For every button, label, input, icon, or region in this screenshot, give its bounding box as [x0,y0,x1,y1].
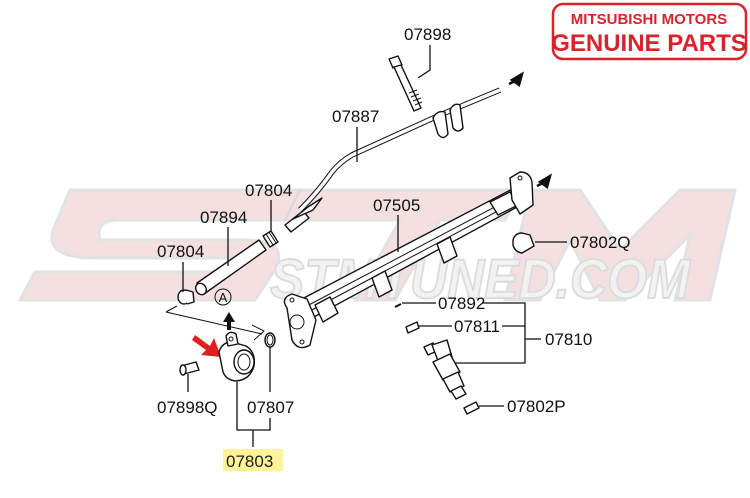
seal-07811[interactable] [405,321,420,334]
injector-07810[interactable] [423,339,467,400]
cap-07802Q[interactable] [512,232,535,254]
pointer-arrow-icon [192,335,221,357]
logo-border [551,2,748,61]
label-07804-top[interactable]: 07804 [245,181,292,200]
leader-07892 [402,302,526,364]
leader-07803 [236,382,271,447]
watermark-letter-m [503,188,737,302]
label-07807[interactable]: 07807 [247,398,294,417]
label-07898Q[interactable]: 07898Q [157,398,218,417]
label-07898[interactable]: 07898 [404,25,451,44]
label-07894[interactable]: 07894 [200,208,247,227]
oring-07807[interactable] [264,332,276,348]
label-07802P[interactable]: 07802P [507,397,566,416]
label-07811[interactable]: 07811 [454,317,500,336]
bolt-07898[interactable] [388,55,423,112]
label-07505[interactable]: 07505 [373,196,420,215]
label-07810[interactable]: 07810 [545,330,592,349]
label-07892[interactable]: 07892 [438,294,485,313]
direction-arrow-icon [508,71,525,88]
pin-07892[interactable] [394,303,402,308]
fuel-rail-07505[interactable] [283,171,534,349]
reference-bracket [165,305,265,341]
label-07803[interactable]: 07803 [226,452,273,471]
clamp-07804-left[interactable] [177,289,195,305]
direction-arrow-icon [536,173,553,190]
bolt-07898Q[interactable] [179,361,200,376]
label-07804-left[interactable]: 07804 [157,242,204,261]
pipe-07887[interactable] [284,87,502,233]
label-07802Q[interactable]: 07802Q [570,233,631,252]
clip-07804-top[interactable] [262,230,279,248]
reference-circle [214,288,232,306]
logo-line1: MITSUBISHI MOTORS [571,11,727,28]
hose-07894[interactable] [193,239,267,297]
genuine-parts-logo: MITSUBISHI MOTORS GENUINE PARTS [551,2,748,61]
reference-marker: A [219,290,228,305]
leader-07898 [417,45,431,79]
label-07887[interactable]: 07887 [332,107,379,126]
pressure-regulator-07803[interactable] [218,331,256,382]
cap-07802P[interactable] [463,401,480,415]
up-arrow-icon [223,312,235,330]
highlight-07803 [223,449,283,471]
logo-line2: GENUINE PARTS [551,30,747,57]
